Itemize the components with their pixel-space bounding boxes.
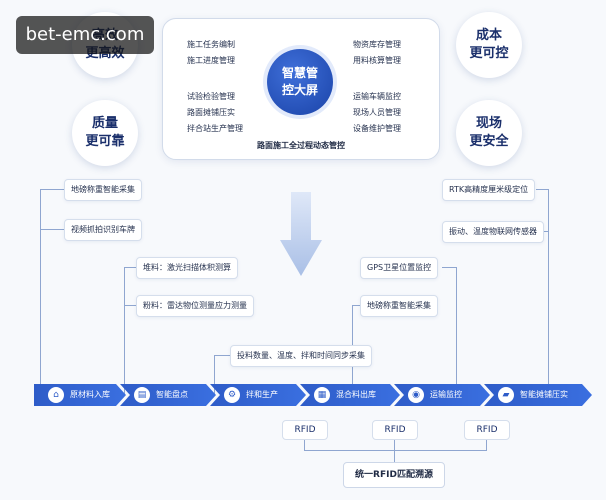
quality-circle: 质量 更可靠 xyxy=(72,100,138,166)
chain-step-mixing-production: ⚙ 拌和生产 xyxy=(210,384,306,406)
left-connector-line xyxy=(40,189,41,395)
connector xyxy=(40,189,64,190)
left-tag: 视频抓拍识别车牌 xyxy=(64,219,142,241)
chain-label: 拌和生产 xyxy=(246,390,278,399)
connector xyxy=(124,305,136,306)
panel-left-group-2: 试验检验管理 路面摊铺压实 拌合站生产管理 xyxy=(187,89,243,137)
down-arrow-icon xyxy=(280,192,322,276)
safety-circle: 现场 更安全 xyxy=(456,100,522,166)
panel-item: 运输车辆监控 xyxy=(353,92,401,101)
connector xyxy=(486,438,487,450)
panel-item: 施工任务编制 xyxy=(187,40,235,49)
right-connector-line xyxy=(548,189,549,395)
panel-right-group-2: 运输车辆监控 现场人员管理 设备维护管理 xyxy=(353,89,401,137)
connector xyxy=(352,305,360,306)
panel-item: 设备维护管理 xyxy=(353,124,401,133)
quality-subtitle: 更可靠 xyxy=(85,134,125,149)
rfid-tag: RFID xyxy=(464,420,510,440)
chain-step-mixture-outbound: ▦ 混合料出库 xyxy=(300,384,400,406)
chain-label: 混合料出库 xyxy=(336,390,376,399)
panel-item: 现场人员管理 xyxy=(353,108,401,117)
rfid-traceability-box: 统一RFID匹配溯源 xyxy=(343,462,445,488)
chain-label: 智能摊铺压实 xyxy=(520,390,568,399)
hub-line-1: 智慧管 xyxy=(281,66,318,80)
mid-left-connector-line xyxy=(124,267,125,395)
cost-circle: 成本 更可控 xyxy=(456,12,522,78)
panel-left-group-1: 施工任务编制 施工进度管理 xyxy=(187,37,235,69)
mid-connector-line xyxy=(214,355,215,395)
connector xyxy=(536,189,548,190)
chain-label: 运输监控 xyxy=(430,390,462,399)
panel-item: 施工进度管理 xyxy=(187,56,235,65)
watermark: bet-emc.com xyxy=(16,16,154,54)
chain-label: 原材料入库 xyxy=(70,390,110,399)
panel-item: 物资库存管理 xyxy=(353,40,401,49)
connector xyxy=(304,438,305,450)
center-right-connector-line xyxy=(456,267,457,395)
center-right-tag: 地磅称重智能采集 xyxy=(360,295,438,317)
mid-tag: 投料数量、温度、拌和时间同步采集 xyxy=(230,345,372,367)
outbound-icon: ▦ xyxy=(314,387,330,403)
connector xyxy=(40,229,64,230)
cost-title: 成本 xyxy=(475,28,502,43)
warehouse-icon: ⌂ xyxy=(48,387,64,403)
right-tag: 振动、温度物联网传感器 xyxy=(442,221,544,243)
chain-step-raw-material-inbound: ⌂ 原材料入库 xyxy=(34,384,126,406)
panel-item: 试验检验管理 xyxy=(187,92,235,101)
hub-line-2: 控大屏 xyxy=(281,83,318,97)
right-tag: RTK高精度厘米级定位 xyxy=(442,179,536,201)
center-right-tag: GPS卫星位置监控 xyxy=(360,257,439,279)
safety-title: 现场 xyxy=(475,116,502,131)
panel-item: 用料核算管理 xyxy=(353,56,401,65)
mid-tag: 堆料：激光扫描体积测算 xyxy=(136,257,238,279)
panel-item: 拌合站生产管理 xyxy=(187,124,243,133)
connector xyxy=(214,355,230,356)
connector xyxy=(442,267,456,268)
panel-item: 路面摊铺压实 xyxy=(187,108,235,117)
truck-icon: ◉ xyxy=(408,387,424,403)
rfid-tag: RFID xyxy=(372,420,418,440)
panel-caption: 路面施工全过程动态管控 xyxy=(257,141,345,150)
gear-icon: ⚙ xyxy=(224,387,240,403)
smart-control-panel: 施工任务编制 施工进度管理 试验检验管理 路面摊铺压实 拌合站生产管理 物资库存… xyxy=(162,18,440,160)
chain-step-smart-inventory: ▤ 智能盘点 xyxy=(120,384,216,406)
chain-step-smart-paving: ▰ 智能摊铺压实 xyxy=(484,384,592,406)
inventory-icon: ▤ xyxy=(134,387,150,403)
chain-step-transport-monitoring: ◉ 运输监控 xyxy=(394,384,490,406)
control-hub: 智慧管 控大屏 xyxy=(267,49,333,115)
quality-title: 质量 xyxy=(91,116,118,131)
panel-right-group-1: 物资库存管理 用料核算管理 xyxy=(353,37,401,69)
rfid-bus-line xyxy=(304,450,487,451)
left-tag: 地磅称重智能采集 xyxy=(64,179,142,201)
chain-label: 智能盘点 xyxy=(156,390,188,399)
safety-subtitle: 更安全 xyxy=(469,134,509,149)
paver-icon: ▰ xyxy=(498,387,514,403)
connector xyxy=(124,267,136,268)
rfid-tag: RFID xyxy=(282,420,328,440)
mid-tag: 粉料：雷达物位测量应力测量 xyxy=(136,295,254,317)
cost-subtitle: 更可控 xyxy=(469,46,509,61)
